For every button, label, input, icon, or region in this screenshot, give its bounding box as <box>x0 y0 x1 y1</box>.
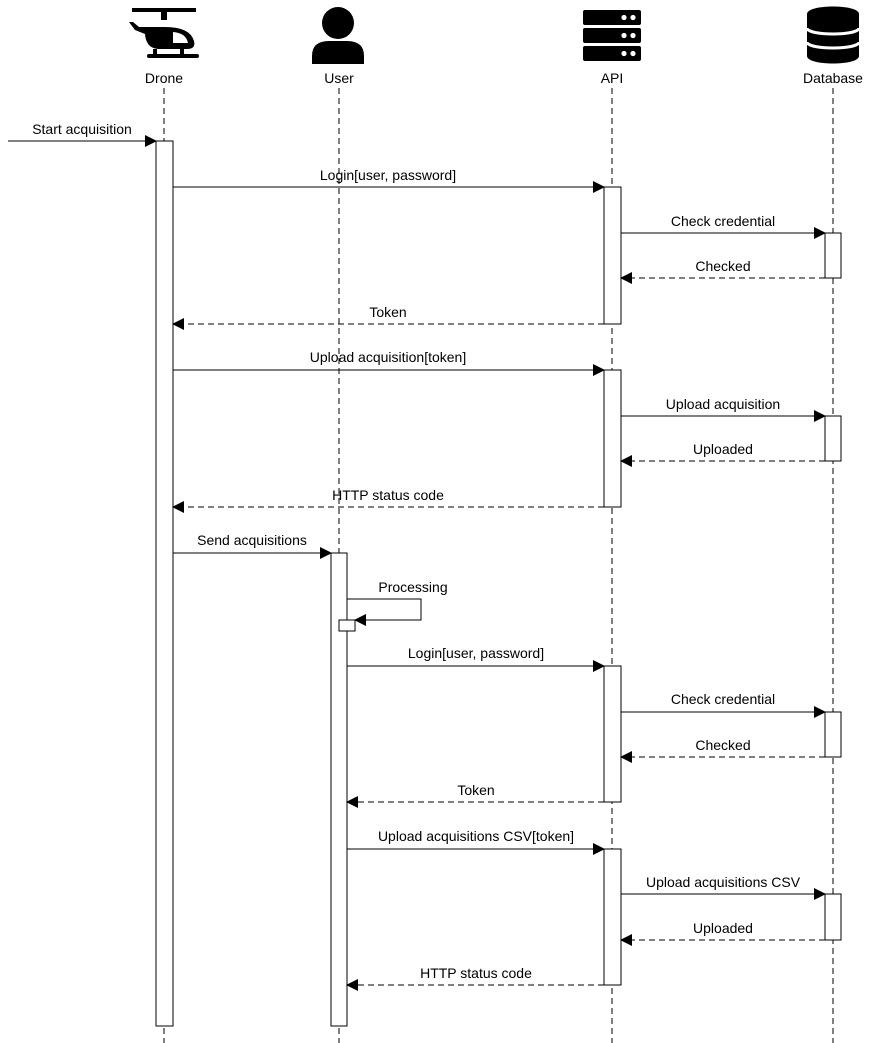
database-icon <box>805 6 861 64</box>
actor-label-user: User <box>324 70 354 86</box>
message-checked-1: Checked <box>620 258 825 284</box>
helicopter-icon <box>129 8 199 58</box>
message-http-status-2: HTTP status code <box>346 965 604 991</box>
activation-user-processing <box>338 619 356 632</box>
message-upload-acquisition-token: Upload acquisition[token] <box>173 349 605 376</box>
activation-api-upload-1 <box>603 369 622 508</box>
message-upload-csv: Upload acquisitions CSV <box>621 874 826 900</box>
activation-api-login-2 <box>603 665 622 803</box>
message-token-1: Token <box>172 304 604 330</box>
message-upload-acquisition: Upload acquisition <box>621 396 826 422</box>
message-uploaded-2: Uploaded <box>620 920 825 946</box>
message-label: Checked <box>695 258 750 274</box>
activation-database-1 <box>824 232 842 279</box>
message-label: Checked <box>695 737 750 753</box>
activation-user <box>330 552 348 1027</box>
activation-database-2 <box>824 415 842 462</box>
activation-api-upload-2 <box>603 848 622 986</box>
actor-label-database: Database <box>803 70 863 86</box>
actor-label-drone: Drone <box>145 70 183 86</box>
message-drone-login: Login[user, password] <box>173 167 605 193</box>
activation-drone <box>155 140 174 1027</box>
message-label: Uploaded <box>693 441 753 457</box>
message-send-acquisitions: Send acquisitions <box>173 532 332 559</box>
message-upload-csv-token: Upload acquisitions CSV[token] <box>347 828 605 855</box>
message-user-login: Login[user, password] <box>347 645 605 672</box>
message-label: Check credential <box>671 213 775 229</box>
message-label: Login[user, password] <box>408 645 544 661</box>
message-label: Check credential <box>671 691 775 707</box>
message-label: Upload acquisition <box>666 396 780 412</box>
message-label: Token <box>369 304 406 320</box>
message-label: Send acquisitions <box>197 532 307 548</box>
message-http-status-1: HTTP status code <box>172 487 604 513</box>
message-label: Upload acquisition[token] <box>310 349 466 365</box>
activation-database-4 <box>824 893 842 941</box>
message-label: Upload acquisitions CSV[token] <box>378 828 574 844</box>
message-label: HTTP status code <box>332 487 444 503</box>
message-start-acquisition: Start acquisition <box>8 121 157 147</box>
message-checked-2: Checked <box>620 737 825 763</box>
activation-api-login-1 <box>603 186 622 325</box>
message-token-2: Token <box>346 782 604 808</box>
message-label: Upload acquisitions CSV <box>646 874 801 890</box>
person-icon <box>312 7 364 64</box>
message-uploaded-1: Uploaded <box>620 441 825 467</box>
message-label: Login[user, password] <box>320 167 456 183</box>
message-label: HTTP status code <box>420 965 532 981</box>
server-icon <box>583 10 641 61</box>
actor-label-api: API <box>601 70 624 86</box>
message-label: Uploaded <box>693 920 753 936</box>
message-check-credential-2: Check credential <box>621 691 826 718</box>
message-processing: Processing <box>347 579 448 626</box>
message-check-credential-1: Check credential <box>621 213 826 239</box>
message-label: Token <box>457 782 494 798</box>
message-label: Processing <box>378 579 447 595</box>
message-label: Start acquisition <box>32 121 132 137</box>
activation-database-3 <box>824 711 842 758</box>
